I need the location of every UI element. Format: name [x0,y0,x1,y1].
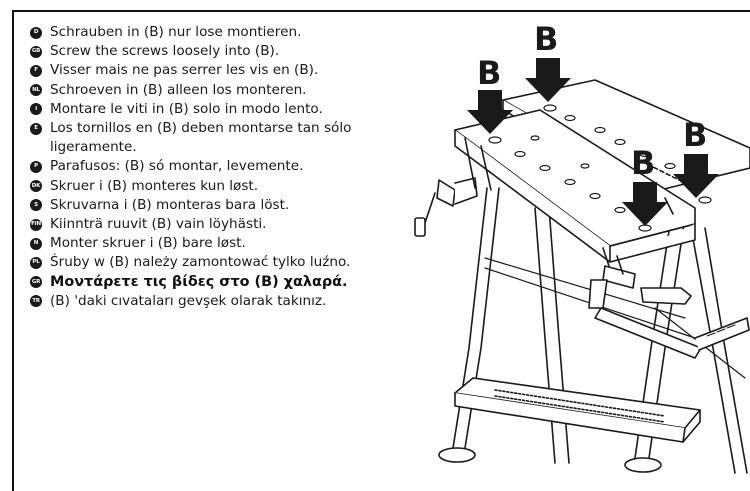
instruction-item-gr: GR Μοντάρετε τις βίδες στο (B) χαλαρά. [30,273,430,292]
instruction-text: Skruer i (B) monteres kun løst. [50,177,259,194]
instruction-item-de: D Schrauben in (B) nur lose montieren. [30,23,430,42]
left-rule [12,10,14,491]
language-badge: P [30,160,42,173]
instruction-list: D Schrauben in (B) nur lose montieren. G… [30,23,430,311]
instruction-text: Screw the screws loosely into (B). [50,43,280,60]
instruction-item-f: F Visser mais ne pas serrer les vis en (… [30,61,430,80]
language-badge: GR [30,276,42,289]
callout-label: B [477,54,501,92]
lower-step [454,377,701,443]
instruction-item-p: P Parafusos: (B) só montar, levemente. [30,157,430,176]
instruction-text: Los tornillos en (B) deben montarse tan … [50,120,352,156]
instruction-item-fin: FIN Kiinnträ ruuvit (B) vain löyhästi. [30,215,430,234]
instruction-item-dk: DK Skruer i (B) monteres kun løst. [30,177,430,196]
callout-arrow: B [467,54,513,134]
language-badge: F [30,64,42,77]
crank-handle [414,177,478,237]
instruction-item-nl: NL Schroeven in (B) alleen los monteren. [30,81,430,100]
instruction-item-e: E Los tornillos en (B) deben montarse ta… [30,119,430,157]
instruction-item-s: S Skruvarna i (B) monteras bara löst. [30,196,430,215]
instruction-text: Skruvarna i (B) monteras bara löst. [50,196,290,213]
callout-arrow: B [673,116,719,198]
instruction-text: Visser mais ne pas serrer les vis en (B)… [50,62,319,79]
instruction-text: Μοντάρετε τις βίδες στο (B) χαλαρά. [50,273,348,290]
callout-arrows: B B B B [467,20,719,226]
language-badge: D [30,26,42,39]
language-badge: PL [30,256,42,269]
language-badge: DK [30,180,42,193]
instruction-text: Schrauben in (B) nur lose montieren. [50,24,302,40]
clamp-levers [588,265,692,309]
instruction-text: Schroeven in (B) alleen los monteren. [50,81,307,98]
instruction-text: Śruby w (B) należy zamontować tylko luźn… [50,254,351,271]
instruction-text: Parafusos: (B) só montar, levemente. [50,158,304,175]
language-badge: GB [30,45,42,58]
workbench-illustration: B B B B [414,20,750,474]
instruction-item-gb: GB Screw the screws loosely into (B). [30,42,430,61]
instruction-text: (B) 'daki cıvataları gevşek olarak takın… [50,292,327,309]
callout-label: B [683,116,707,154]
language-badge: I [30,103,42,116]
callout-arrow: B [525,20,571,102]
language-badge: NL [30,84,42,97]
callout-label: B [534,20,558,58]
language-badge: FIN [30,218,42,231]
language-badge: TR [30,295,42,308]
language-badge: S [30,199,42,212]
language-badge: E [30,122,42,135]
workbench-legs [438,187,748,474]
instruction-text: Kiinnträ ruuvit (B) vain löyhästi. [50,216,267,233]
language-badge: N [30,237,42,250]
callout-arrow: B [622,144,668,226]
instruction-item-tr: TR (B) 'daki cıvataları gevşek olarak ta… [30,292,430,311]
instruction-item-i: I Montare le viti in (B) solo in modo le… [30,100,430,119]
instruction-text: Monter skruer i (B) bare løst. [50,235,246,252]
instruction-item-n: N Monter skruer i (B) bare løst. [30,234,430,253]
callout-label: B [631,144,655,182]
instruction-item-pl: PL Śruby w (B) należy zamontować tylko l… [30,253,430,272]
rear-brace [594,307,750,359]
top-rule [12,10,750,12]
instruction-text: Montare le viti in (B) solo in modo lent… [50,100,323,117]
